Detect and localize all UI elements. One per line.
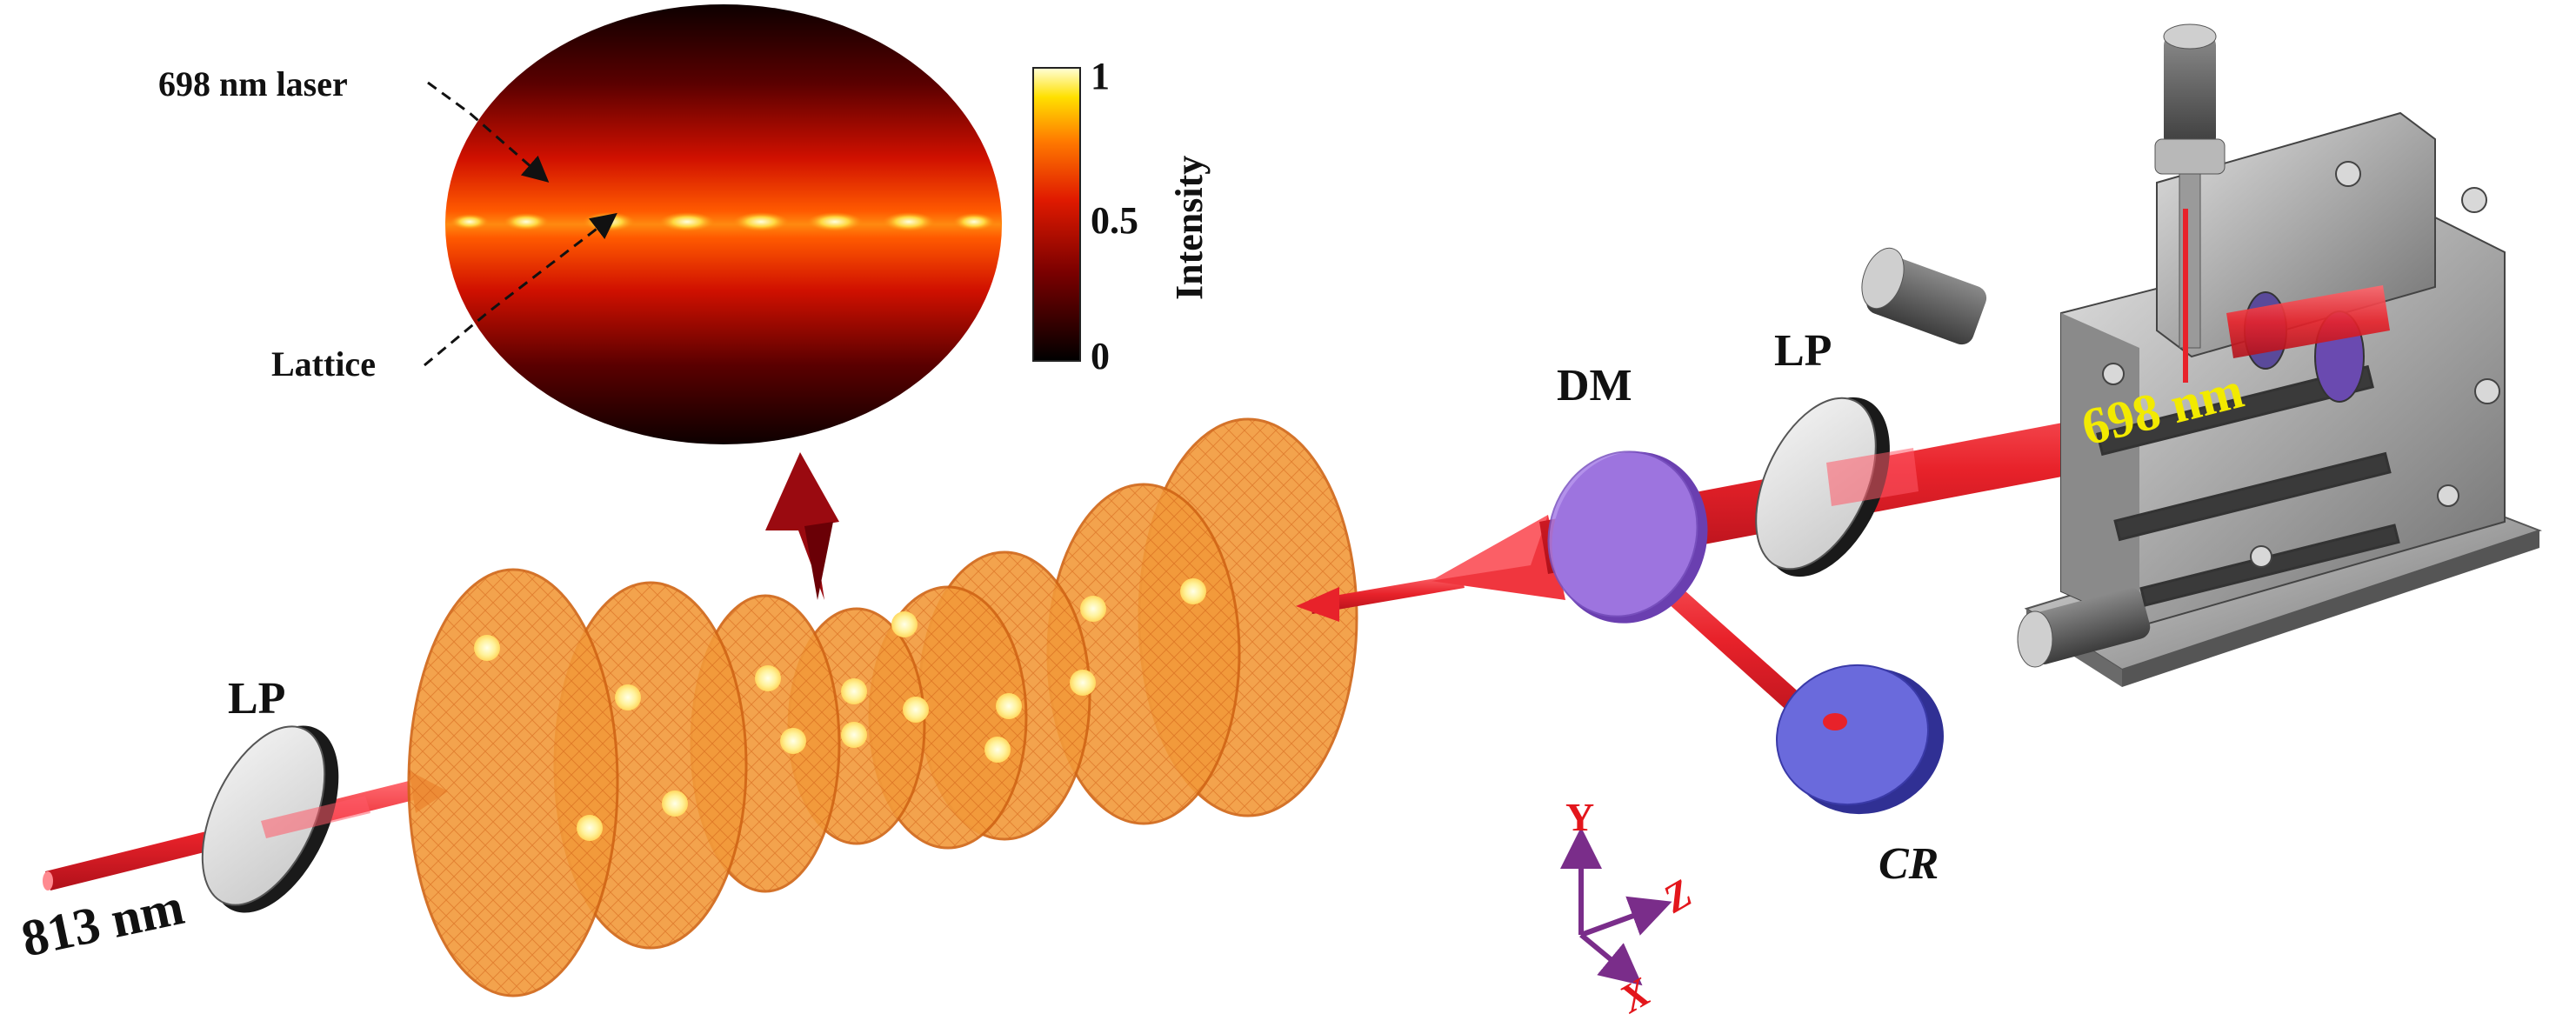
lattice-discs (407, 417, 1358, 997)
lattice-label: Lattice (271, 344, 376, 384)
colorbar: 1 0.5 0 Intensity (1032, 55, 1211, 377)
laser-698-label: 698 nm laser (158, 64, 348, 103)
axes-triad: Y Z X (1560, 795, 1699, 1022)
colorbar-label: Intensity (1168, 156, 1211, 300)
colorbar-tick-1: 1 (1091, 55, 1110, 97)
cr-camera (1776, 664, 1944, 815)
beam-813-label: 813 nm (17, 877, 189, 968)
cr-label: CR (1879, 839, 1939, 889)
intensity-inset (445, 4, 1002, 444)
trapped-atoms (474, 578, 1206, 841)
lp-left-label: LP (228, 674, 285, 724)
zoom-pointer-arrow (765, 452, 839, 600)
lp-right-polarizer (1755, 397, 1890, 577)
dm-label: DM (1557, 361, 1632, 410)
axis-x-label: X (1611, 969, 1658, 1022)
dm-dichroic-mirror (1547, 450, 1708, 624)
laser-698-annotation: 698 nm laser (158, 64, 550, 183)
lattice-annotation: Lattice (271, 212, 617, 384)
translation-stage (1861, 23, 2542, 687)
axis-y-label: Y (1565, 795, 1594, 839)
colorbar-tick-0-5: 0.5 (1091, 199, 1138, 242)
axis-z-label: Z (1655, 871, 1699, 922)
colorbar-tick-0: 0 (1091, 335, 1110, 377)
lp-right-label: LP (1774, 326, 1832, 376)
